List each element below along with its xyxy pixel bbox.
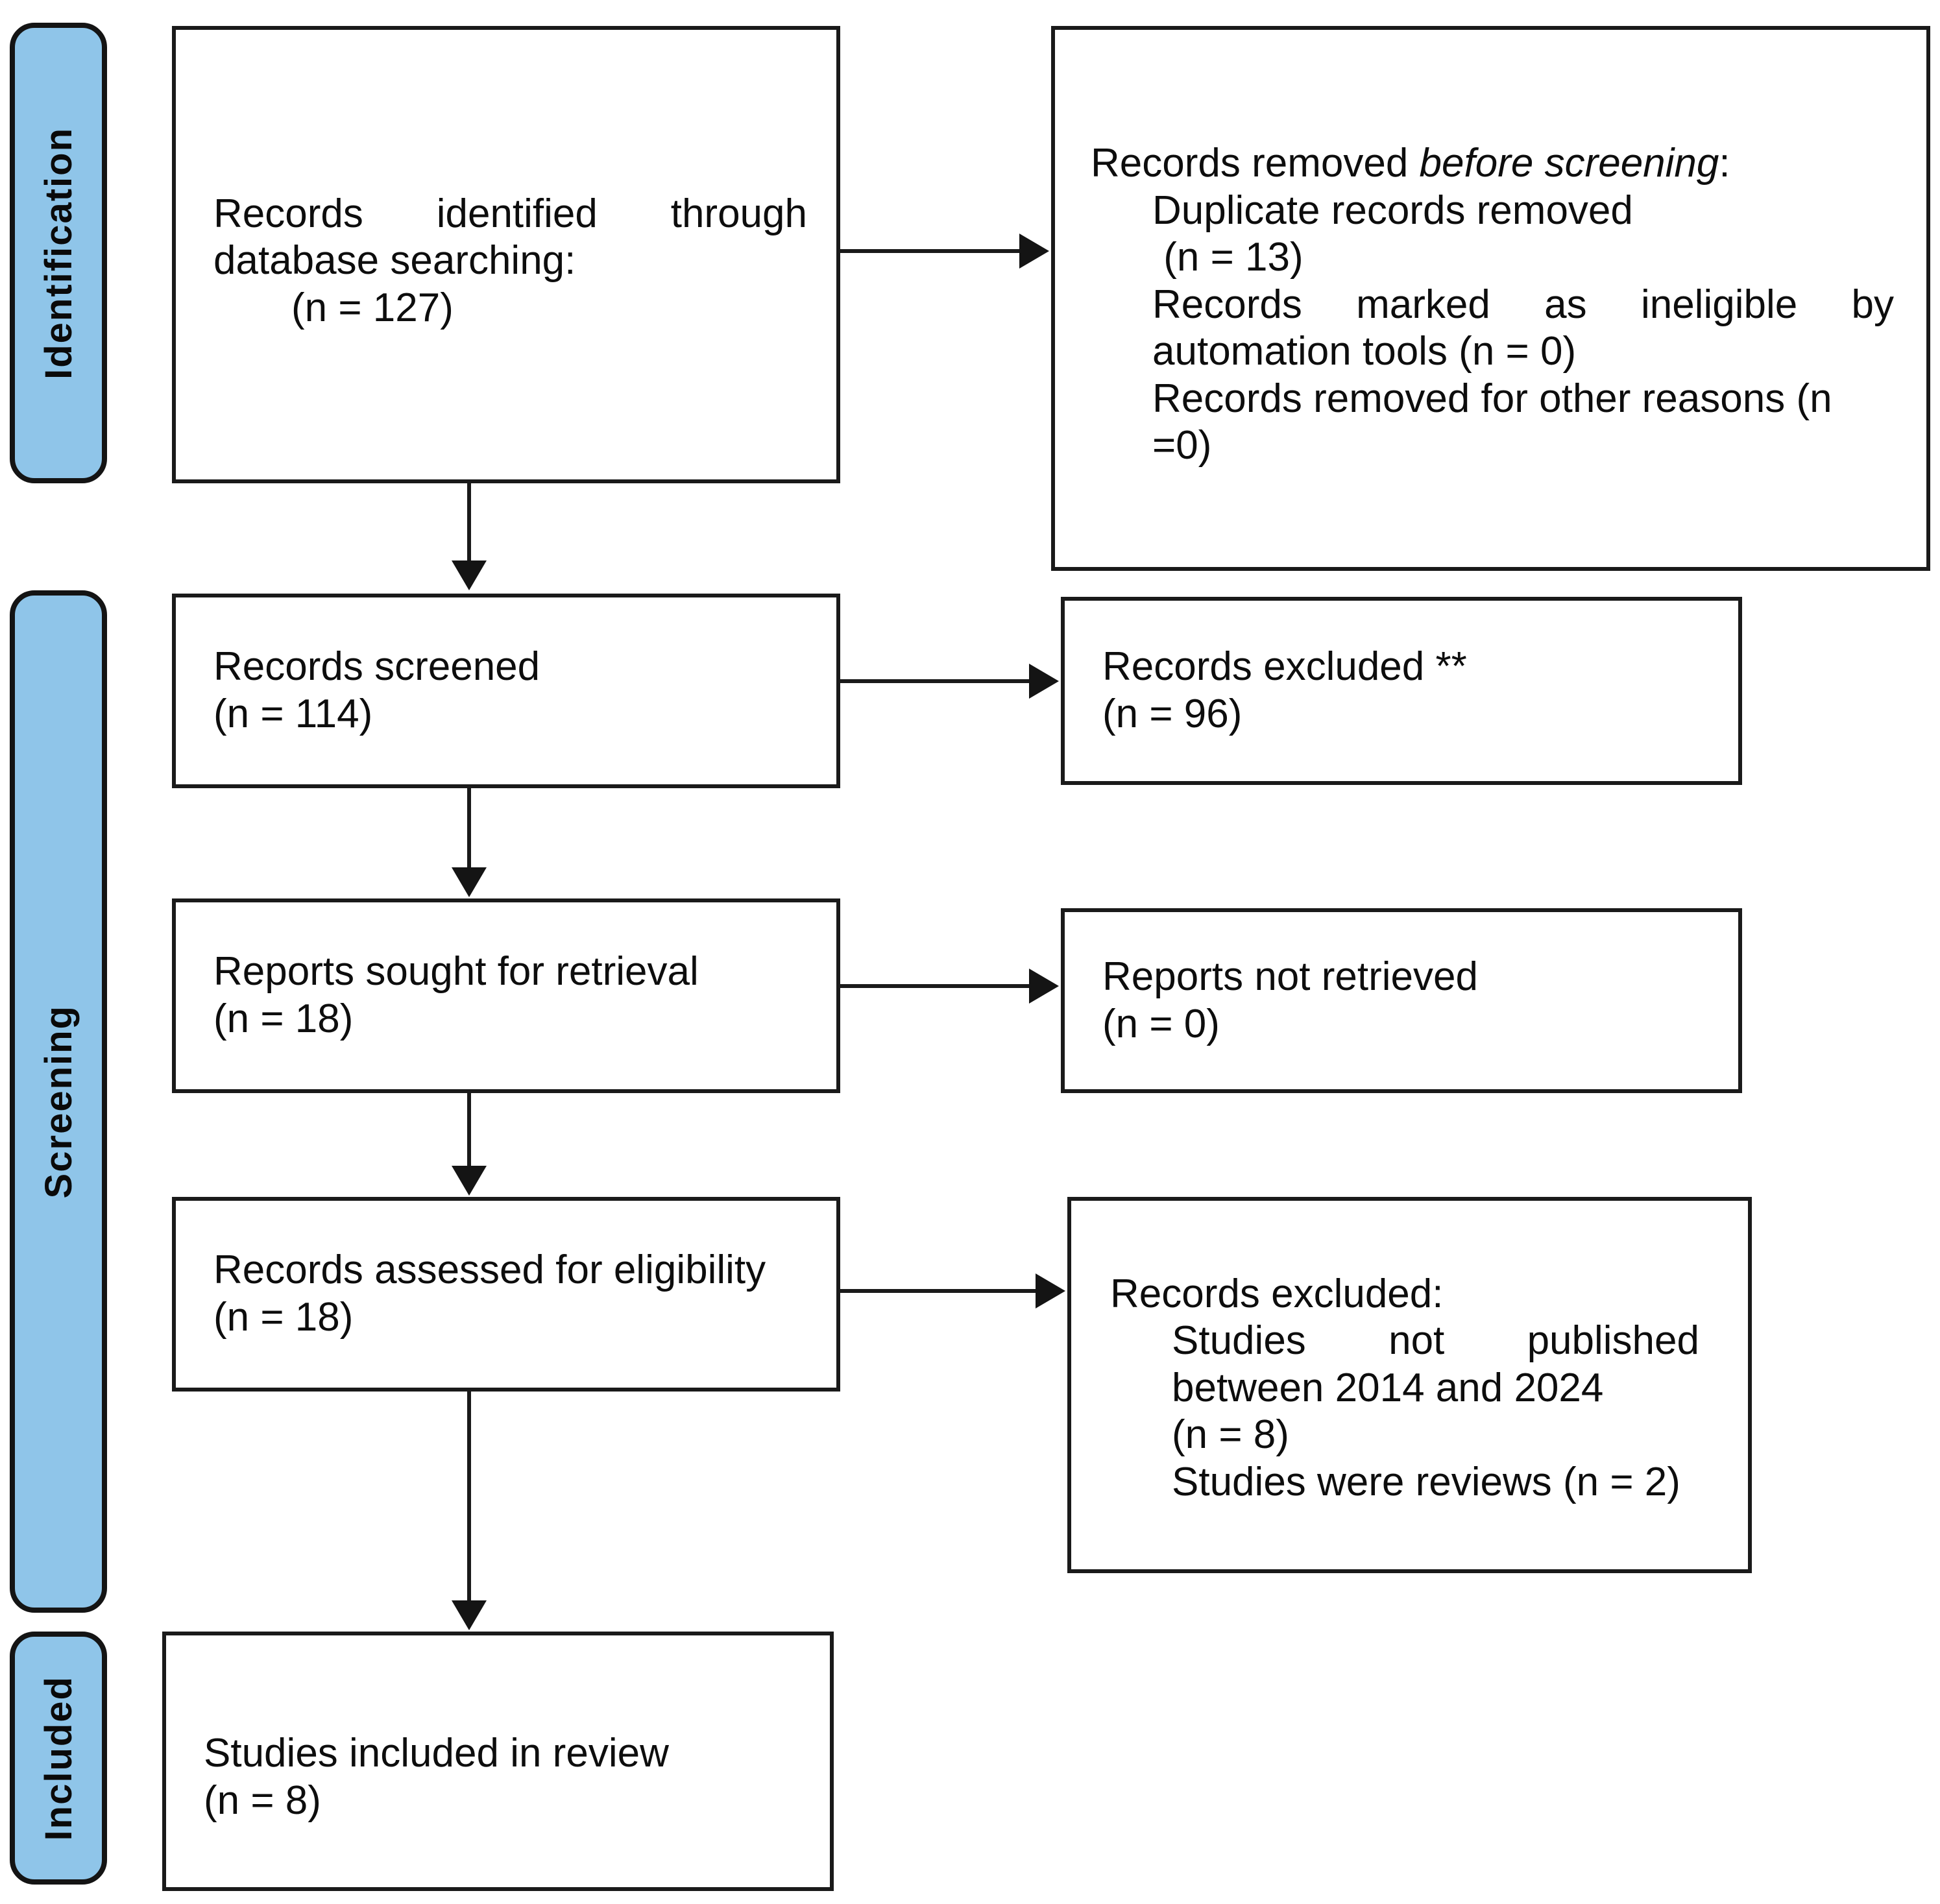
arrow-head-down-icon	[452, 1600, 487, 1630]
records-excluded-box: Records excluded ** (n = 96)	[1061, 597, 1742, 785]
arrow-head-right-icon	[1029, 969, 1059, 1004]
reports-not-retrieved-count: (n = 0)	[1102, 1001, 1220, 1046]
arrow-shaft	[840, 249, 1019, 253]
arrow-sought-to-assessed	[452, 1093, 487, 1196]
studies-not-published-line1: Studies not published	[1172, 1318, 1699, 1364]
studies-included-line1: Studies included in review	[204, 1731, 669, 1776]
stage-included-label: Included	[37, 1675, 80, 1841]
excluded-eligibility-title: Records excluded:	[1110, 1271, 1444, 1316]
records-screened-line1: Records screened	[213, 644, 540, 690]
records-identified-count: (n = 127)	[291, 285, 454, 330]
arrow-shaft	[467, 1093, 471, 1166]
arrow-shaft	[467, 788, 471, 867]
arrow-shaft	[840, 1289, 1036, 1293]
reports-sought-line1: Reports sought for retrieval	[213, 949, 699, 994]
records-removed-title: Records removed before screening:	[1091, 141, 1730, 186]
arrow-head-right-icon	[1029, 664, 1059, 699]
arrow-sought-to-not-retrieved	[840, 969, 1059, 1004]
stage-identification: Identification	[10, 23, 107, 483]
records-excluded-eligibility-box: Records excluded: Studies not published …	[1067, 1197, 1752, 1573]
arrow-head-right-icon	[1019, 234, 1049, 269]
records-assessed-count: (n = 18)	[213, 1295, 354, 1340]
arrow-shaft	[840, 984, 1029, 988]
studies-not-published-line2: between 2014 and 2024	[1172, 1365, 1604, 1410]
arrow-shaft	[467, 1392, 471, 1600]
records-removed-box: Records removed before screening: Duplic…	[1051, 26, 1930, 571]
arrow-screened-to-sought	[452, 788, 487, 897]
studies-not-published-count: (n = 8)	[1172, 1412, 1289, 1458]
records-assessed-box: Records assessed for eligibility (n = 18…	[172, 1197, 840, 1392]
ineligible-records-line2: automation tools (n = 0)	[1152, 329, 1577, 374]
reports-sought-count: (n = 18)	[213, 996, 354, 1041]
duplicate-records-line: Duplicate records removed	[1152, 187, 1633, 233]
studies-included-box: Studies included in review (n = 8)	[162, 1632, 834, 1891]
records-excluded-count: (n = 96)	[1102, 692, 1243, 736]
arrow-head-down-icon	[452, 1166, 487, 1196]
stage-screening-label: Screening	[37, 1004, 80, 1199]
duplicate-records-count: (n = 13)	[1152, 235, 1303, 280]
other-reasons-line: Records removed for other reasons (n =0)	[1152, 376, 1843, 468]
arrow-identified-to-screened	[452, 483, 487, 590]
reports-not-retrieved-line1: Reports not retrieved	[1102, 954, 1478, 999]
arrow-shaft	[467, 483, 471, 560]
arrow-head-down-icon	[452, 560, 487, 590]
arrow-head-down-icon	[452, 867, 487, 897]
records-screened-count: (n = 114)	[213, 692, 373, 736]
records-removed-title-italic: before screening	[1419, 141, 1719, 186]
arrow-identified-to-removed	[840, 234, 1049, 269]
records-identified-line2: database searching:	[213, 238, 576, 283]
records-screened-box: Records screened (n = 114)	[172, 594, 840, 788]
studies-included-count: (n = 8)	[204, 1778, 321, 1823]
records-identified-box: Records identified through database sear…	[172, 26, 840, 483]
records-excluded-line1: Records excluded **	[1102, 644, 1467, 690]
arrow-assessed-to-excluded	[840, 1273, 1065, 1308]
records-assessed-line1: Records assessed for eligibility	[213, 1247, 766, 1293]
reports-sought-box: Reports sought for retrieval (n = 18)	[172, 898, 840, 1093]
stage-included: Included	[10, 1632, 107, 1885]
arrow-screened-to-excluded	[840, 664, 1059, 699]
ineligible-records-line1: Records marked as ineligible by	[1152, 282, 1894, 327]
arrow-shaft	[840, 679, 1029, 683]
arrow-head-right-icon	[1036, 1273, 1065, 1308]
stage-screening: Screening	[10, 590, 107, 1613]
reports-not-retrieved-box: Reports not retrieved (n = 0)	[1061, 908, 1742, 1093]
records-identified-line1: Records identified through	[213, 191, 807, 236]
studies-were-reviews-line: Studies were reviews (n = 2)	[1172, 1459, 1680, 1504]
arrow-assessed-to-included	[452, 1392, 487, 1630]
stage-identification-label: Identification	[37, 127, 80, 380]
